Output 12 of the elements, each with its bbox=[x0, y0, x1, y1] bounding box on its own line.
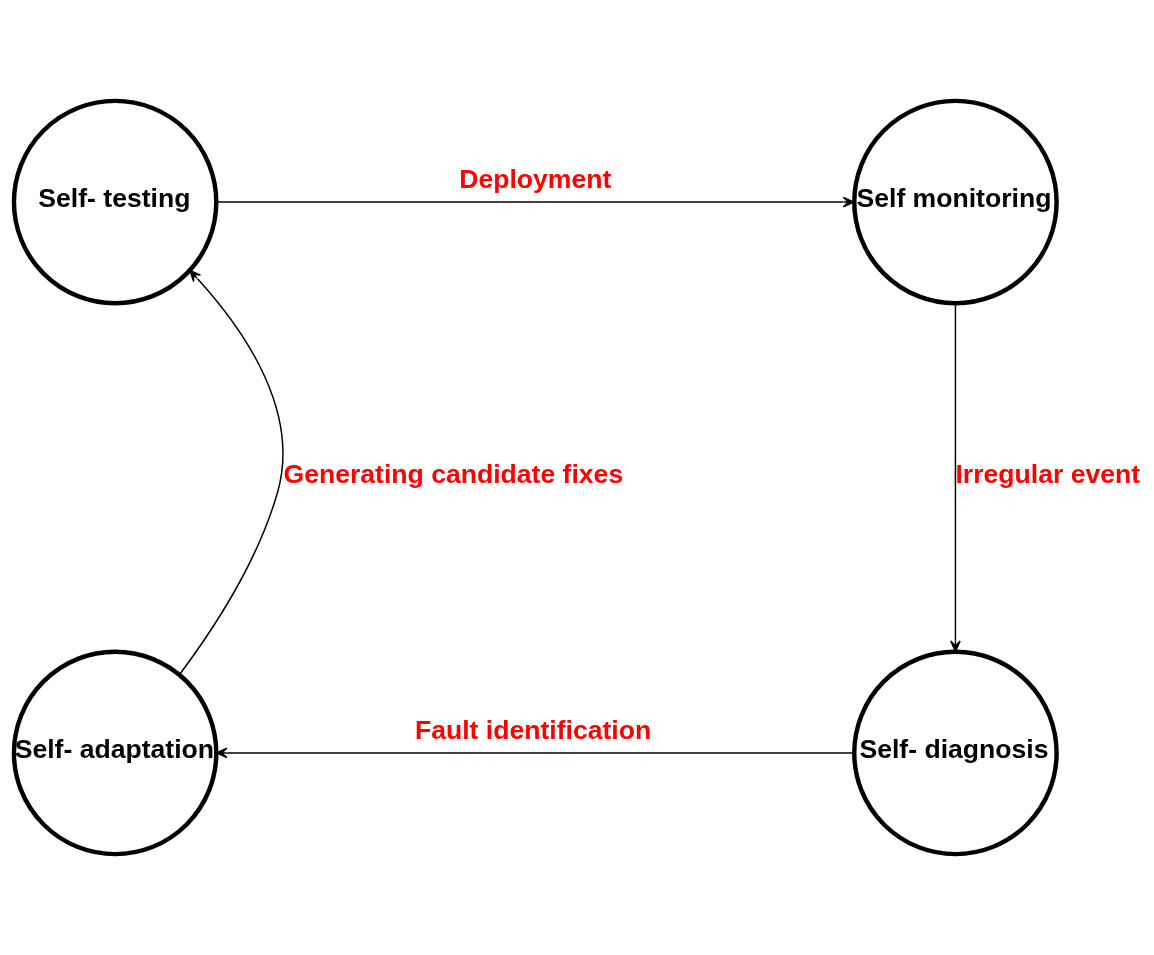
edge-label: Irregular event bbox=[955, 458, 1141, 489]
node-circle: Self- diagnosis bbox=[852, 649, 1059, 857]
node-circle: Self- adaptation bbox=[11, 649, 219, 857]
node-circle: Self- testing bbox=[11, 98, 219, 306]
edge-label: Deployment bbox=[459, 163, 612, 194]
arrow bbox=[215, 196, 855, 208]
edge-label: Fault identification bbox=[414, 714, 652, 745]
node-circle: Self monitoring bbox=[852, 98, 1059, 306]
edge-label: Generating candidate fixes bbox=[283, 458, 624, 489]
arrow bbox=[179, 269, 284, 675]
arrow bbox=[950, 302, 961, 653]
arrow bbox=[215, 747, 855, 759]
